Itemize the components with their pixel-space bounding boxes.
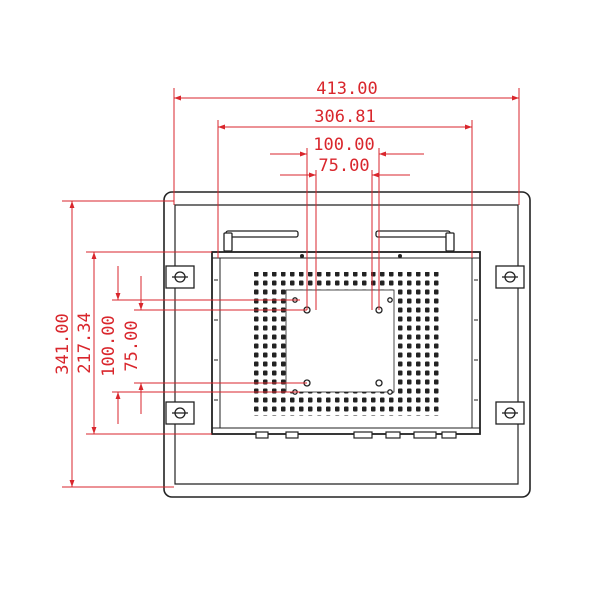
dim-inner-height: 217.34 [75,312,95,373]
bracket-top-right [495,265,525,289]
dim-vesa-inner-height: 75.00 [122,320,142,371]
vesa-plate [285,289,395,393]
bracket-bottom-left [165,401,195,425]
bracket-bottom-right [495,401,525,425]
dim-vesa-outer-height: 100.00 [99,315,119,376]
rear-housing [211,251,481,439]
io-connectors [255,431,457,439]
antenna-right [375,230,455,252]
mounting-brackets [165,265,525,425]
vesa-holes [292,297,393,395]
dim-vesa-outer-width: 100.00 [313,135,374,155]
dim-overall-height: 341.00 [53,313,73,374]
dim-inner-width: 306.81 [314,107,375,127]
dim-overall-width: 413.00 [316,79,377,99]
antenna-left [223,230,299,252]
front-bezel [163,191,531,498]
dimension-labels: 413.00 306.81 100.00 75.00 341.00 217.34… [53,79,378,377]
bracket-top-left [165,265,195,289]
dimension-lines [62,88,520,488]
dim-vesa-inner-width: 75.00 [318,156,369,176]
